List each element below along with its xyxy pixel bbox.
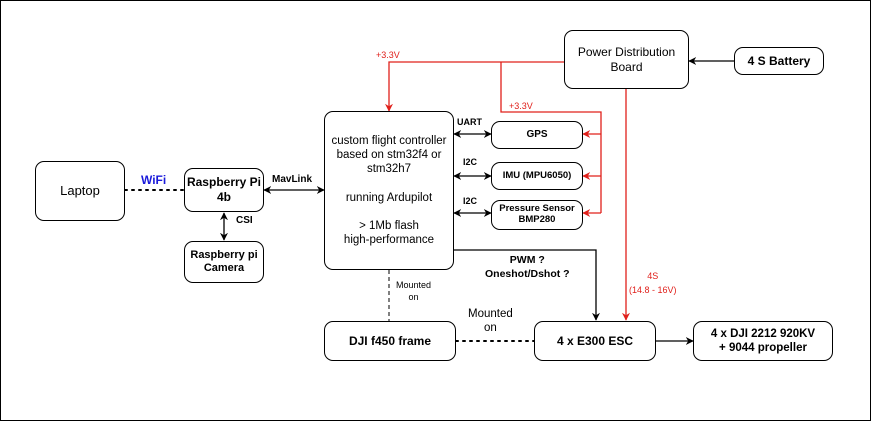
esc-node: 4 x E300 ESC [534, 321, 656, 361]
pressure-sensor-node: Pressure Sensor BMP280 [491, 200, 583, 230]
laptop-node: Laptop [35, 161, 125, 221]
imu-node: IMU (MPU6050) [491, 162, 583, 190]
csi-label: CSI [236, 215, 253, 226]
frame-node: DJI f450 frame [324, 321, 456, 361]
i2c-pressure-label: I2C [463, 196, 478, 206]
power-fc-label: +3.3V [376, 50, 400, 60]
wifi-label: WiFi [141, 173, 167, 187]
battery-node: 4 S Battery [734, 47, 824, 75]
power-sensor-line [500, 62, 602, 213]
raspberry-pi-node: Raspberry Pi 4b [184, 168, 264, 212]
power-distribution-node: Power Distribution Board [564, 30, 689, 89]
pwm-label: PWM ? Oneshot/Dshot ? [485, 254, 570, 280]
power-sensors-label: +3.3V [509, 101, 533, 111]
flight-controller-node: custom flight controller based on stm32f… [324, 111, 454, 270]
pi-camera-node: Raspberry pi Camera [184, 241, 264, 283]
fc-mounted-label: Mounted on [396, 280, 432, 302]
gps-node: GPS [491, 121, 583, 149]
power-fc-line [385, 61, 564, 112]
i2c-imu-label: I2C [463, 157, 478, 167]
esc-mounted-label: Mounted on [468, 308, 513, 334]
esc-power-label: 4S (14.8 - 16V) [629, 271, 677, 295]
motors-node: 4 x DJI 2212 920KV + 9044 propeller [693, 321, 833, 361]
mavlink-label: MavLink [272, 174, 313, 185]
uart-label: UART [457, 117, 482, 127]
pwm-link [454, 249, 600, 321]
